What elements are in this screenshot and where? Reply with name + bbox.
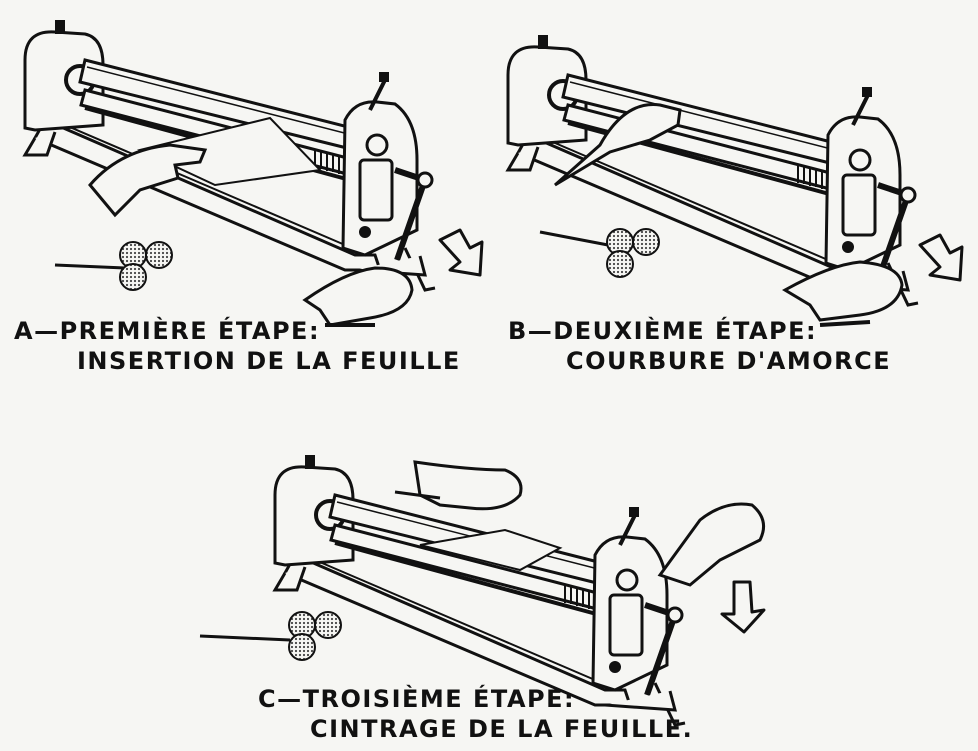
- figure-a-sheet: [137, 116, 323, 187]
- caption-b: B—DEUXIÈME ÉTAPE: COURBURE D'AMORCE: [508, 316, 891, 376]
- caption-c: C—TROISIÈME ÉTAPE: CINTRAGE DE LA FEUILL…: [258, 684, 693, 744]
- figure-a-left-hand-icon: [88, 143, 208, 218]
- figure-b-left-hand-icon: [554, 103, 682, 187]
- figure-c-direction-arrow-icon: [720, 580, 766, 634]
- figure-a-roller-section-icon: [54, 241, 173, 291]
- caption-c-title: C—TROISIÈME ÉTAPE:: [258, 685, 576, 713]
- caption-a-title: A—PREMIÈRE ÉTAPE:: [14, 317, 321, 345]
- caption-a: A—PREMIÈRE ÉTAPE: INSERTION DE LA FEUILL…: [14, 316, 461, 376]
- figure-c-right-hand-icon: [657, 502, 766, 587]
- caption-b-title: B—DEUXIÈME ÉTAPE:: [508, 317, 818, 345]
- caption-a-subtitle: INSERTION DE LA FEUILLE: [77, 347, 461, 375]
- figure-a-right-hand-icon: [302, 266, 414, 327]
- figure-c-top-hand-icon: [394, 460, 523, 511]
- caption-b-subtitle: COURBURE D'AMORCE: [566, 347, 892, 375]
- figure-b-direction-arrow-icon: [918, 233, 964, 282]
- figure-c-sheet: [419, 528, 563, 572]
- figure-c-roller-section-icon: [199, 611, 342, 661]
- figure-b-right-hand-icon: [782, 260, 904, 327]
- caption-c-subtitle: CINTRAGE DE LA FEUILLE.: [310, 715, 694, 743]
- figure-b-roller-section-icon: [539, 228, 660, 278]
- figure-a-direction-arrow-icon: [438, 228, 484, 277]
